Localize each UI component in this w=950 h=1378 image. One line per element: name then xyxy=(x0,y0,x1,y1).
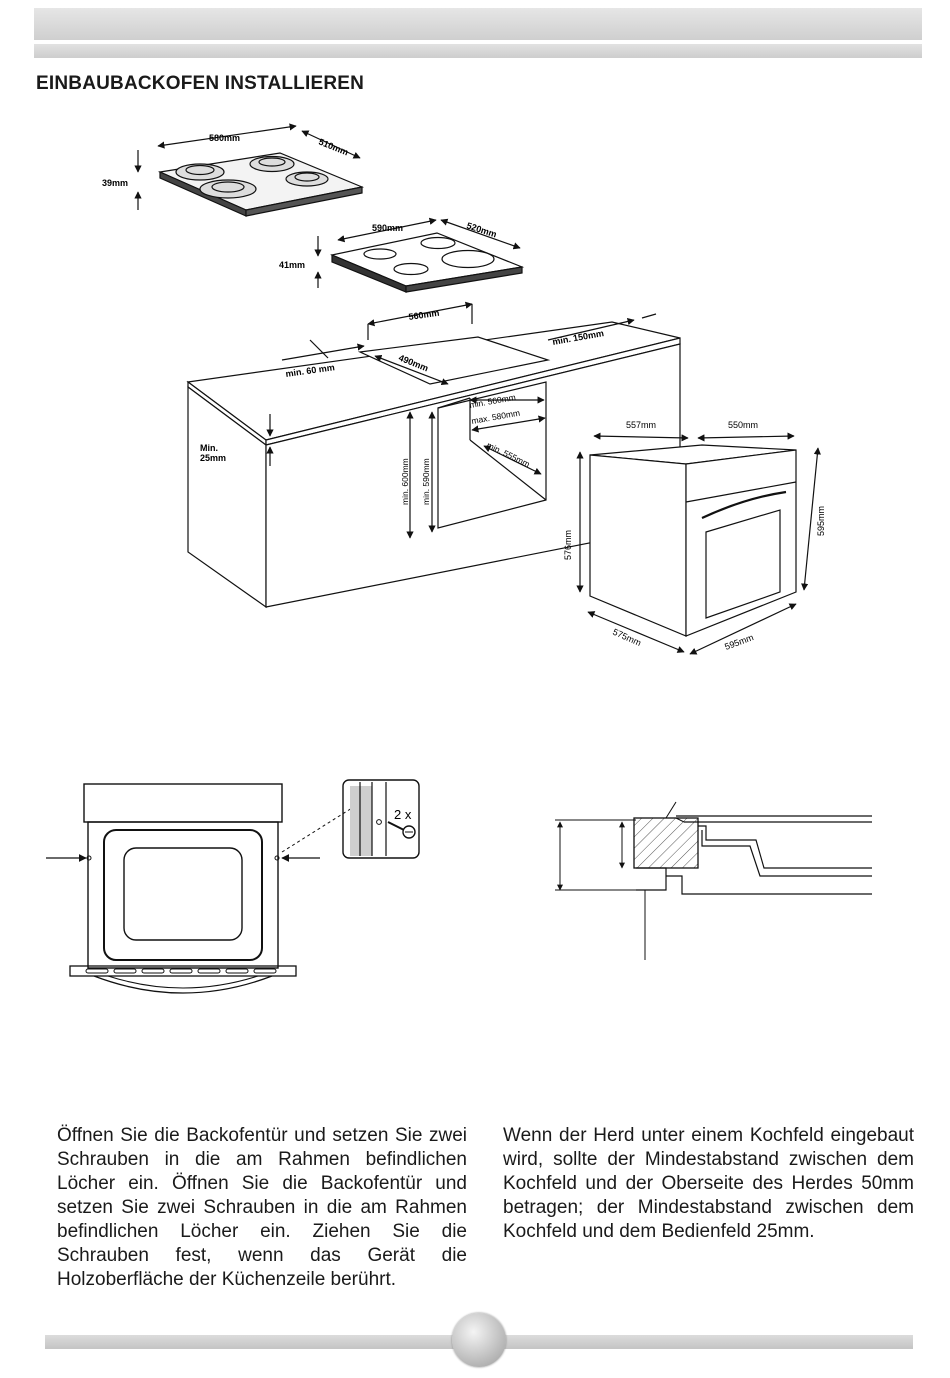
page-title: EINBAUBACKOFEN INSTALLIEREN xyxy=(36,73,365,94)
top-thickness-label-1: Min. xyxy=(200,443,218,453)
hob2-depth-label: 520mm xyxy=(465,220,498,239)
screw-count-label: 2 x xyxy=(394,807,412,822)
screw-icon xyxy=(387,821,416,839)
hob-ceramic xyxy=(314,217,525,293)
instruction-paragraph-left: Öffnen Sie die Backofentür und setzen Si… xyxy=(57,1125,467,1290)
top-thickness-label-2: 25mm xyxy=(200,453,226,463)
screw-detail xyxy=(342,779,420,859)
oven-front-view xyxy=(46,783,353,994)
niche-height-outer-label: min. 600mm xyxy=(400,458,410,505)
cutout-width-label: 560mm xyxy=(408,308,440,322)
installation-diagrams: 580mm 510mm 39mm 590mm 520mm 41mm xyxy=(46,123,872,994)
hob1-height-label: 39mm xyxy=(102,178,128,188)
page-number-badge xyxy=(452,1313,506,1367)
instruction-paragraph-right: Wenn der Herd unter einem Kochfeld einge… xyxy=(503,1125,914,1242)
hob1-depth-label: 510mm xyxy=(317,137,350,158)
oven-height-left-label: 576mm xyxy=(563,530,573,560)
hob2-width-label: 590mm xyxy=(372,223,403,233)
hob-electric-plates xyxy=(134,123,365,217)
oven-bottom-depth-label: 575mm xyxy=(611,627,642,648)
oven-unit xyxy=(576,432,821,655)
hob2-height-label: 41mm xyxy=(279,260,305,270)
hob-cross-section xyxy=(555,801,872,960)
oven-top-depth-label: 557mm xyxy=(626,420,656,430)
oven-top-width-label: 550mm xyxy=(728,420,758,430)
header-subbar xyxy=(34,44,922,58)
header-bar xyxy=(34,8,922,40)
niche-height-inner-label: min. 590mm xyxy=(421,458,431,505)
hob1-width-label: 580mm xyxy=(209,133,240,143)
oven-bottom-width-label: 595mm xyxy=(723,632,755,652)
oven-height-right-label: 595mm xyxy=(816,506,826,536)
